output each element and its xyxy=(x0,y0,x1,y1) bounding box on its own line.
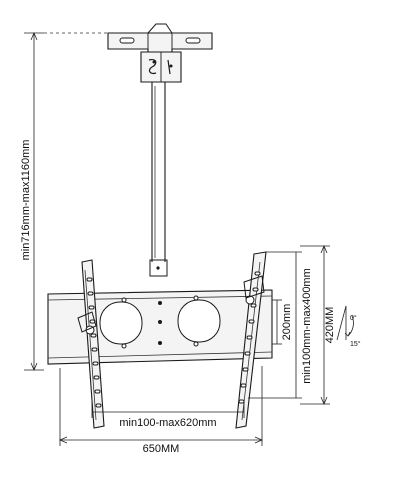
right-arm-slots xyxy=(238,271,261,404)
height-dimension xyxy=(24,31,108,372)
horizontal-range-dimension xyxy=(91,400,245,418)
vertical-range-label: min100mm-max400mm xyxy=(301,268,313,384)
bracket-height-label: 420MM xyxy=(324,307,336,344)
bracket-height-dimension xyxy=(300,244,330,406)
height-range-label: min716mm-max1160mm xyxy=(20,140,32,261)
vertical-range-dimension xyxy=(248,251,302,399)
tilt-upper-label: 0° xyxy=(350,314,357,322)
tilt-indicator xyxy=(336,305,354,341)
horizontal-range-label: min100-max620mm xyxy=(119,417,216,429)
hole-spacing-label: 200mm xyxy=(281,304,293,341)
tv-wall-plate xyxy=(47,289,273,365)
left-bracket-arm xyxy=(77,259,105,429)
left-arm-slots xyxy=(86,277,102,408)
bracket-width-label: 650MM xyxy=(143,443,180,455)
right-bracket-arm xyxy=(235,251,267,429)
upper-clamp xyxy=(140,51,182,83)
bracket-width-dimension xyxy=(58,366,264,446)
telescopic-pole xyxy=(149,82,168,277)
ceiling-plate xyxy=(107,23,213,58)
hole-spacing-dimension xyxy=(272,299,282,345)
tilt-lower-label: 15° xyxy=(350,340,361,348)
